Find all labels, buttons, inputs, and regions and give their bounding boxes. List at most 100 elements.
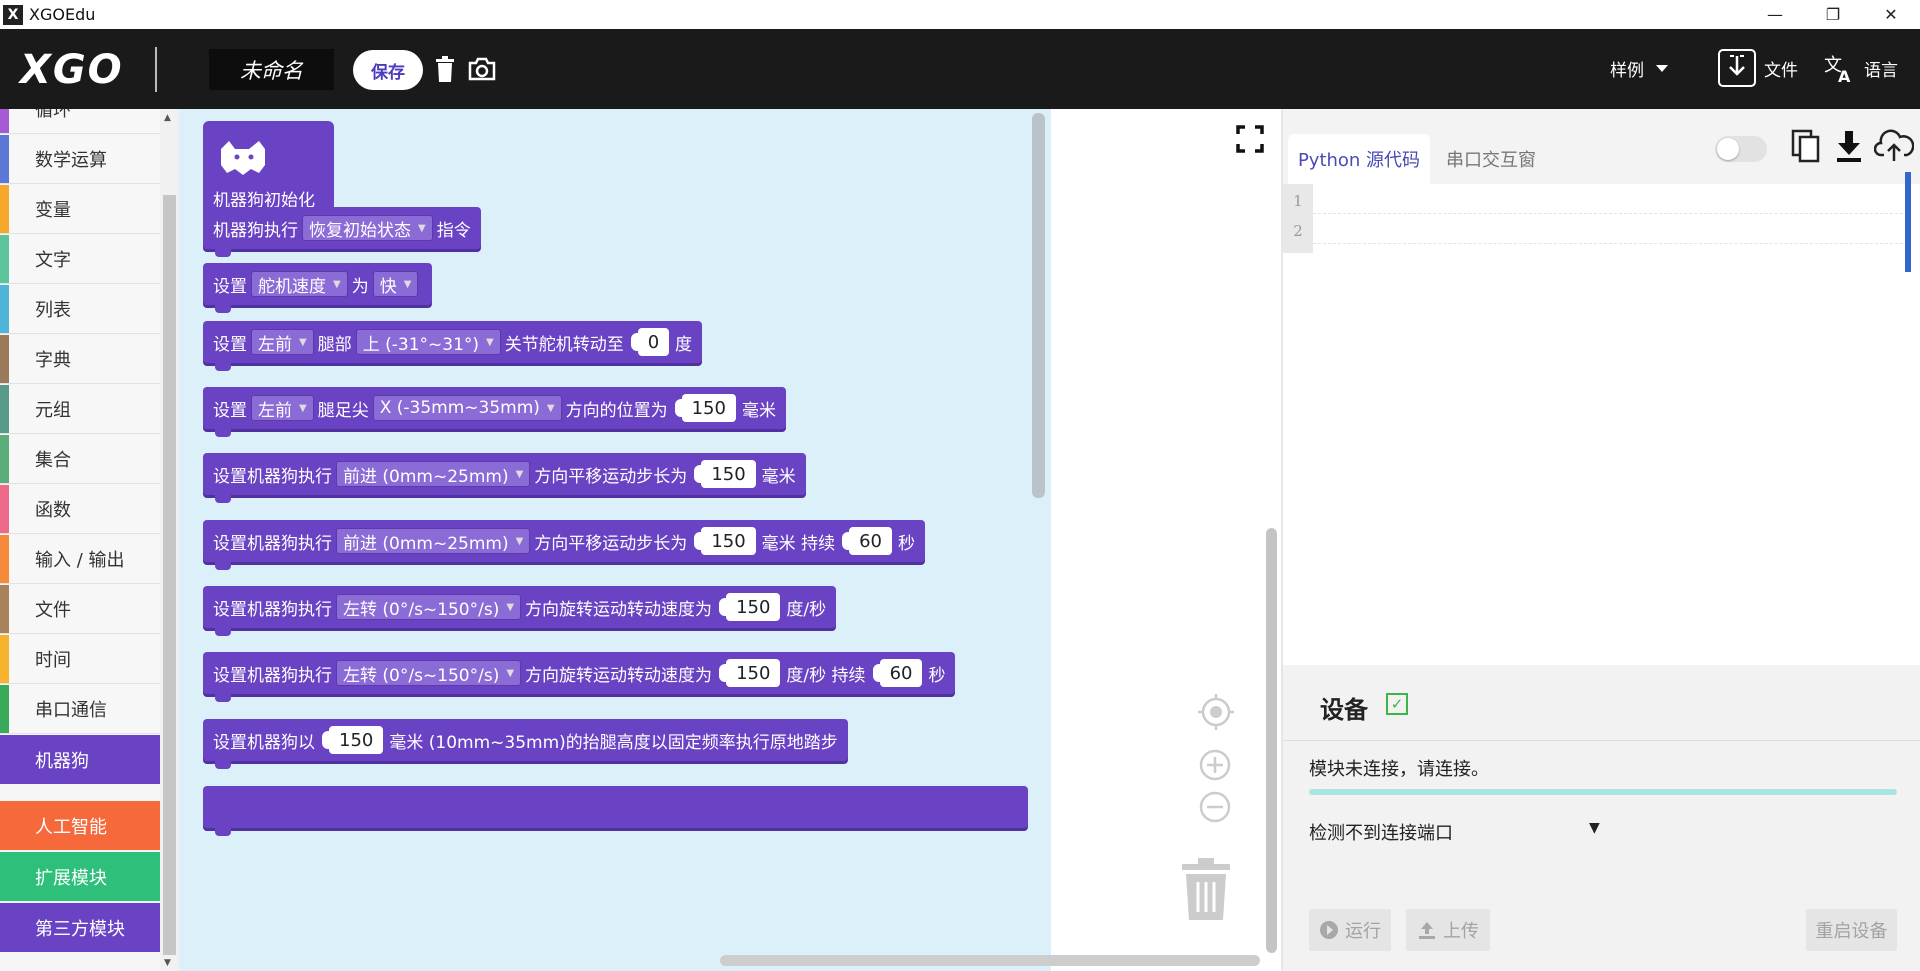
save-button[interactable]: 保存 <box>353 50 423 90</box>
run-button[interactable]: 运行 <box>1309 909 1391 951</box>
tab-python-source[interactable]: Python 源代码 <box>1288 134 1430 184</box>
category-extensions[interactable]: 扩展模块 <box>0 852 160 901</box>
block-number-input[interactable]: 150 <box>674 394 736 422</box>
block-dropdown[interactable]: 前进 (0mm~25mm)▼ <box>336 461 531 487</box>
examples-label: 样例 <box>1610 61 1644 81</box>
code-toggle-switch[interactable] <box>1715 136 1767 162</box>
minimize-button[interactable]: — <box>1767 5 1783 24</box>
trash-icon[interactable] <box>434 56 456 82</box>
cloud-upload-icon[interactable] <box>1873 127 1915 163</box>
zoom-in-icon[interactable] <box>1198 748 1232 782</box>
block-set-servo-speed[interactable]: 设置 舵机速度▼ 为 快▼ <box>203 263 433 313</box>
zoom-out-icon[interactable] <box>1198 790 1232 824</box>
block-partial[interactable] <box>203 786 1028 836</box>
block-dropdown[interactable]: 上 (-31°~31°)▼ <box>355 329 501 355</box>
block-dropdown[interactable]: 恢复初始状态▼ <box>302 215 433 241</box>
category-ai[interactable]: 人工智能 <box>0 801 160 850</box>
category-io[interactable]: 输入 / 输出 <box>0 535 160 584</box>
category-dict[interactable]: 字典 <box>0 335 160 384</box>
block-dropdown[interactable]: 前进 (0mm~25mm)▼ <box>336 528 531 554</box>
sidebar-scroll-thumb[interactable] <box>163 195 176 955</box>
restore-button[interactable]: ❐ <box>1825 5 1841 24</box>
block-translate-step-duration[interactable]: 设置机器狗执行 前进 (0mm~25mm)▼ 方向平移运动步长为 150 毫米 … <box>203 520 925 570</box>
category-loop[interactable]: 循环 <box>0 109 160 134</box>
checkbox-checked-icon[interactable]: ✓ <box>1386 693 1408 715</box>
dropdown-arrow-icon[interactable]: ▼ <box>1589 820 1600 836</box>
workspace-trash-icon[interactable] <box>1178 856 1234 922</box>
line-number: 2 <box>1293 222 1303 240</box>
workspace-horizontal-scrollbar[interactable] <box>720 955 1260 966</box>
workspace[interactable] <box>1051 109 1281 971</box>
category-math[interactable]: 数学运算 <box>0 135 160 184</box>
scroll-down-arrow-icon[interactable]: ▼ <box>164 958 171 968</box>
category-robot-dog[interactable]: 机器狗 <box>0 735 160 784</box>
block-dog-execute[interactable]: 机器狗执行 恢复初始状态▼ 指令 <box>203 207 481 257</box>
category-sidebar: 循环 数学运算 变量 文字 列表 字典 元组 集合 函数 输入 / 输出 文件 <box>0 109 160 971</box>
dropdown-arrow-icon: ▼ <box>515 535 524 547</box>
category-third-party[interactable]: 第三方模块 <box>0 903 160 952</box>
code-line[interactable] <box>1313 214 1903 244</box>
block-number-input[interactable]: 150 <box>321 726 384 754</box>
block-dropdown[interactable]: 舵机速度▼ <box>251 271 348 297</box>
file-menu[interactable]: 文件 <box>1718 49 1798 87</box>
tab-serial-console[interactable]: 串口交互窗 <box>1446 150 1536 171</box>
block-number-input[interactable]: 150 <box>694 460 756 488</box>
block-dropdown[interactable]: 左前▼ <box>251 329 314 355</box>
code-line[interactable] <box>1313 184 1903 214</box>
file-label: 文件 <box>1764 60 1798 81</box>
category-time[interactable]: 时间 <box>0 635 160 684</box>
upload-icon <box>1419 922 1435 939</box>
block-number-input[interactable]: 0 <box>630 328 670 356</box>
category-function[interactable]: 函数 <box>0 485 160 534</box>
block-translate-step[interactable]: 设置机器狗执行 前进 (0mm~25mm)▼ 方向平移运动步长为 150 毫米 <box>203 453 806 503</box>
block-rotate-speed-duration[interactable]: 设置机器狗执行 左转 (0°/s~150°/s)▼ 方向旋转运动转动速度为 15… <box>203 652 956 702</box>
category-serial[interactable]: 串口通信 <box>0 685 160 734</box>
category-file[interactable]: 文件 <box>0 585 160 634</box>
block-number-input[interactable]: 150 <box>719 659 781 687</box>
port-select-value: 检测不到连接端口 <box>1309 823 1453 844</box>
block-dog-init[interactable]: 机器狗初始化 <box>203 121 334 219</box>
block-number-input[interactable]: 60 <box>872 659 923 687</box>
svg-text:文: 文 <box>1824 55 1842 76</box>
workspace-vertical-scrollbar[interactable] <box>1266 528 1277 953</box>
category-text[interactable]: 文字 <box>0 235 160 284</box>
block-text: 度/秒 持续 <box>786 665 866 686</box>
camera-icon[interactable] <box>468 57 496 81</box>
block-number-input[interactable]: 150 <box>719 593 781 621</box>
sidebar-scrollbar[interactable]: ▲ ▼ <box>160 109 179 971</box>
block-set-leg-joint[interactable]: 设置 左前▼ 腿部 上 (-31°~31°)▼ 关节舵机转动至 0 度 <box>203 321 703 371</box>
category-tuple[interactable]: 元组 <box>0 385 160 434</box>
category-set[interactable]: 集合 <box>0 435 160 484</box>
project-name-field[interactable]: 未命名 <box>209 49 334 90</box>
block-dropdown[interactable]: X (-35mm~35mm)▼ <box>372 395 562 421</box>
category-variables[interactable]: 变量 <box>0 185 160 234</box>
block-dropdown[interactable]: 快▼ <box>372 271 419 297</box>
scroll-up-arrow-icon[interactable]: ▲ <box>164 113 171 123</box>
upload-button[interactable]: 上传 <box>1406 909 1490 951</box>
code-scrollbar[interactable] <box>1905 172 1911 272</box>
panel-divider[interactable] <box>1281 109 1283 971</box>
category-list[interactable]: 列表 <box>0 285 160 334</box>
fullscreen-icon[interactable] <box>1236 125 1264 153</box>
block-text: 方向旋转运动转动速度为 <box>525 599 713 620</box>
examples-menu[interactable]: 样例 <box>1610 56 1668 81</box>
block-number-input[interactable]: 150 <box>694 527 756 555</box>
category-label: 列表 <box>35 300 71 321</box>
flyout-scrollbar[interactable] <box>1032 113 1045 498</box>
block-dropdown[interactable]: 左转 (0°/s~150°/s)▼ <box>336 660 522 686</box>
close-button[interactable]: ✕ <box>1884 5 1898 24</box>
copy-icon[interactable] <box>1791 129 1821 163</box>
block-text: 方向旋转运动转动速度为 <box>525 665 713 686</box>
block-dropdown[interactable]: 左转 (0°/s~150°/s)▼ <box>336 594 522 620</box>
block-set-foot-position[interactable]: 设置 左前▼ 腿足尖 X (-35mm~35mm)▼ 方向的位置为 150 毫米 <box>203 387 786 437</box>
download-icon[interactable] <box>1834 129 1864 163</box>
block-rotate-speed[interactable]: 设置机器狗执行 左转 (0°/s~150°/s)▼ 方向旋转运动转动速度为 15… <box>203 586 837 636</box>
recenter-icon[interactable] <box>1196 692 1236 732</box>
block-dropdown[interactable]: 左前▼ <box>251 395 314 421</box>
restart-device-button[interactable]: 重启设备 <box>1806 909 1897 951</box>
device-divider <box>1283 740 1920 741</box>
port-select[interactable]: 检测不到连接端口 <box>1309 817 1609 847</box>
block-number-input[interactable]: 60 <box>842 527 892 555</box>
block-march-in-place[interactable]: 设置机器狗以 150 毫米 (10mm~35mm)的抬腿高度以固定频率执行原地踏… <box>203 719 848 769</box>
